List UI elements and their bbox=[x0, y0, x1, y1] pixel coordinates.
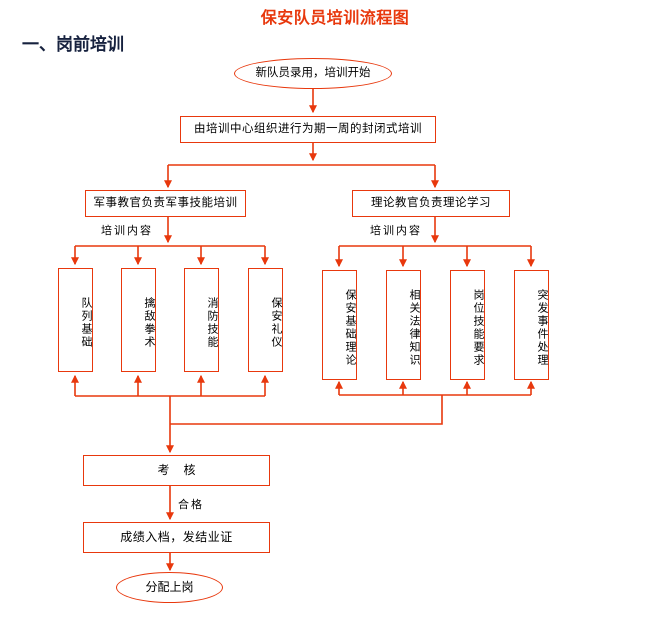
node-theory-4[interactable]: 突发事件处理 bbox=[514, 270, 549, 380]
label-exam-pass: 合格 bbox=[178, 499, 204, 511]
node-military-4[interactable]: 保安礼仪 bbox=[248, 268, 283, 372]
theory-trunk-to-exam bbox=[170, 395, 443, 425]
node-military-3[interactable]: 消防技能 bbox=[184, 268, 219, 372]
node-theory-1[interactable]: 保安基础理论 bbox=[322, 270, 357, 380]
node-training-center[interactable]: 由培训中心组织进行为期一周的封闭式培训 bbox=[180, 116, 436, 143]
node-exam[interactable]: 考核 bbox=[83, 455, 270, 486]
node-theory-2[interactable]: 相关法律知识 bbox=[386, 270, 421, 380]
section-heading: 一、岗前培训 bbox=[22, 35, 124, 54]
label-military-content: 培训内容 bbox=[101, 225, 153, 237]
node-military-2[interactable]: 擒敌拳术 bbox=[121, 268, 156, 372]
page-title: 保安队员培训流程图 bbox=[260, 10, 410, 27]
node-archive[interactable]: 成绩入档，发结业证 bbox=[83, 522, 270, 553]
node-military-instructor[interactable]: 军事教官负责军事技能培训 bbox=[85, 190, 246, 217]
node-theory-3[interactable]: 岗位技能要求 bbox=[450, 270, 485, 380]
label-theory-content: 培训内容 bbox=[370, 225, 422, 237]
node-assign[interactable]: 分配上岗 bbox=[116, 572, 223, 603]
node-theory-instructor[interactable]: 理论教官负责理论学习 bbox=[352, 190, 510, 217]
node-start[interactable]: 新队员录用，培训开始 bbox=[234, 58, 392, 89]
node-military-1[interactable]: 队列基础 bbox=[58, 268, 93, 372]
